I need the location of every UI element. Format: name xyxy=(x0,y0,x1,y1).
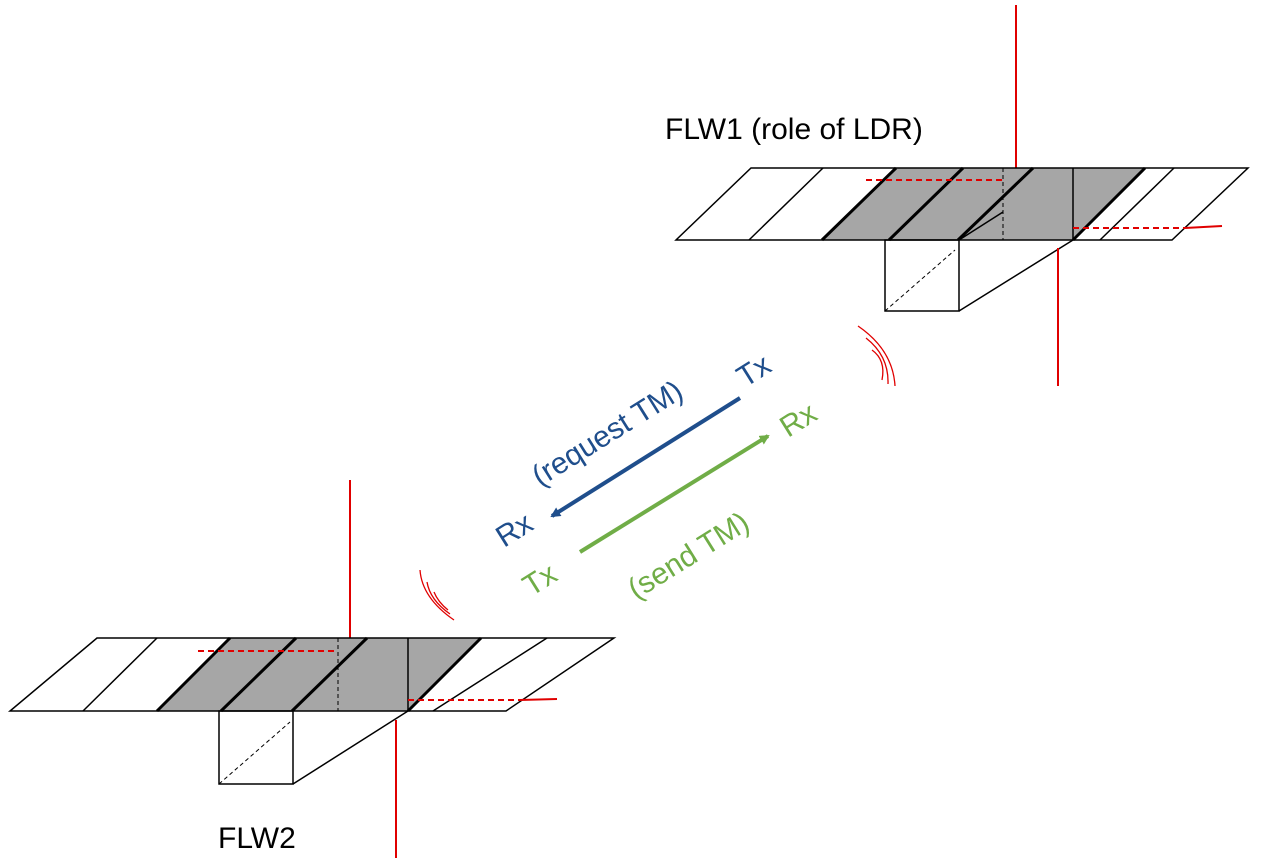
flw1-x-axis xyxy=(1184,225,1223,229)
flw2-x-axis xyxy=(519,698,558,701)
request-caption: (request TM) xyxy=(526,374,689,493)
satellite-flw2: FLW2 xyxy=(7,480,617,858)
flw2-signal-waves-icon xyxy=(419,569,455,621)
flw1-label: FLW1 (role of LDR) xyxy=(665,113,923,146)
flw2-solar-array xyxy=(7,637,617,712)
flw1-center-panels xyxy=(822,168,1145,240)
flw2-body xyxy=(218,638,409,785)
flw1-solar-array xyxy=(674,167,1250,241)
send-rx-label: Rx xyxy=(774,397,823,444)
send-tx-label: Tx xyxy=(517,557,563,603)
request-rx-label: Rx xyxy=(490,507,539,554)
request-tm-arrow xyxy=(550,396,742,518)
send-caption: (send TM) xyxy=(622,506,755,606)
send-tm-arrow xyxy=(578,434,770,554)
satellite-flw1: FLW1 (role of LDR) xyxy=(665,5,1250,386)
request-tx-label: Tx xyxy=(731,348,777,394)
flw1-signal-waves-icon xyxy=(857,325,896,387)
flw2-label: FLW2 xyxy=(218,822,296,855)
